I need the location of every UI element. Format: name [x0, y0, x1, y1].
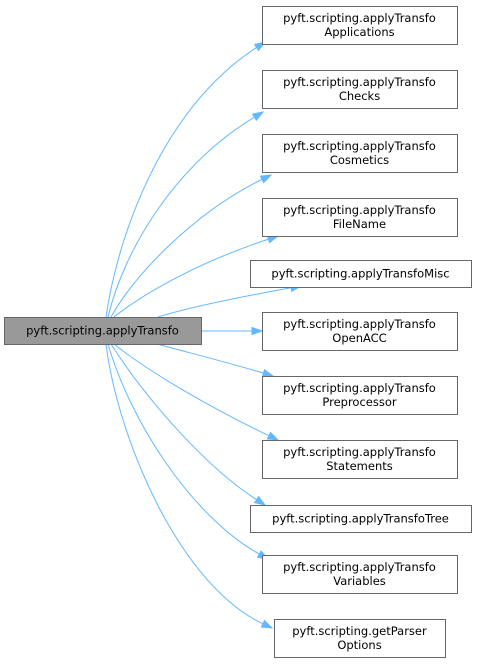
- target-node-2-label-line-1: pyft.scripting.applyTransfo: [283, 75, 436, 89]
- target-node-10-box: [262, 555, 458, 594]
- edge-line: [157, 287, 292, 318]
- target-node-1-label-line-1: pyft.scripting.applyTransfo: [283, 11, 436, 25]
- target-node-11-box: [274, 619, 446, 658]
- target-node-1-box: [262, 6, 458, 45]
- edge-8: [113, 343, 280, 441]
- edge-line: [105, 47, 257, 318]
- edge-arrowhead: [259, 174, 273, 184]
- target-node-5[interactable]: pyft.scripting.applyTransfoMisc: [250, 260, 472, 288]
- edge-11: [105, 343, 274, 629]
- target-node-5-box: [250, 260, 472, 288]
- target-node-8-label-line-2: Statements: [326, 459, 393, 473]
- edge-2: [107, 111, 265, 318]
- target-node-6-label-line-1: pyft.scripting.applyTransfo: [283, 317, 436, 331]
- edge-line: [107, 343, 260, 555]
- edge-arrowhead: [253, 495, 267, 506]
- root-node-box: [4, 317, 202, 345]
- edges: [105, 41, 303, 629]
- nodes: pyft.scripting.applyTransfopyft.scriptin…: [4, 6, 472, 658]
- target-node-11-label-line-2: Options: [337, 638, 381, 652]
- edge-3: [110, 174, 273, 318]
- target-node-10-label-line-2: Variables: [333, 574, 386, 588]
- target-node-7-label-line-2: Preprocessor: [322, 395, 397, 409]
- edge-line: [156, 343, 264, 374]
- edge-line: [110, 178, 263, 318]
- target-node-7-label-line-1: pyft.scripting.applyTransfo: [283, 381, 436, 395]
- target-node-4-label-line-1: pyft.scripting.applyTransfo: [283, 203, 436, 217]
- edge-line: [105, 343, 264, 625]
- target-node-11-label-line-1: pyft.scripting.getParser: [292, 624, 427, 638]
- target-node-4-label-line-2: FileName: [333, 217, 386, 231]
- target-node-8-label-line-1: pyft.scripting.applyTransfo: [283, 445, 436, 459]
- target-node-9-box: [250, 505, 472, 533]
- edge-line: [113, 343, 270, 437]
- target-node-6-label-line-2: OpenACC: [332, 331, 386, 345]
- target-node-7-box: [262, 376, 458, 415]
- target-node-3-box: [262, 134, 458, 173]
- target-node-2-label-line-2: Checks: [339, 89, 380, 103]
- edge-arrowhead: [251, 326, 264, 336]
- target-node-9-label-line-1: pyft.scripting.applyTransfoTree: [272, 512, 449, 526]
- edge-arrowhead: [251, 111, 265, 122]
- edge-9: [110, 343, 267, 506]
- target-node-1-label-line-2: Applications: [324, 25, 394, 39]
- edge-arrowhead: [260, 619, 274, 629]
- target-node-9[interactable]: pyft.scripting.applyTransfoTree: [250, 505, 472, 533]
- target-node-3-label-line-2: Cosmetics: [330, 153, 389, 167]
- edge-7: [156, 343, 275, 378]
- edge-1: [105, 41, 267, 318]
- target-node-6-box: [262, 312, 458, 351]
- target-node-4-box: [262, 198, 458, 237]
- target-node-8-box: [262, 440, 458, 479]
- edge-line: [110, 343, 257, 501]
- edge-line: [113, 238, 269, 318]
- root-node[interactable]: pyft.scripting.applyTransfo: [4, 317, 202, 345]
- target-node-2-box: [262, 70, 458, 109]
- edge-line: [107, 116, 255, 318]
- edge-10: [107, 343, 270, 560]
- edge-arrowhead: [266, 431, 280, 441]
- root-node-label-line-1: pyft.scripting.applyTransfo: [26, 324, 179, 338]
- target-node-10-label-line-1: pyft.scripting.applyTransfo: [283, 560, 436, 574]
- target-node-3-label-line-1: pyft.scripting.applyTransfo: [283, 139, 436, 153]
- edge-6: [201, 326, 264, 336]
- edge-arrowhead: [261, 368, 275, 378]
- target-node-5-label-line-1: pyft.scripting.applyTransfoMisc: [271, 267, 449, 281]
